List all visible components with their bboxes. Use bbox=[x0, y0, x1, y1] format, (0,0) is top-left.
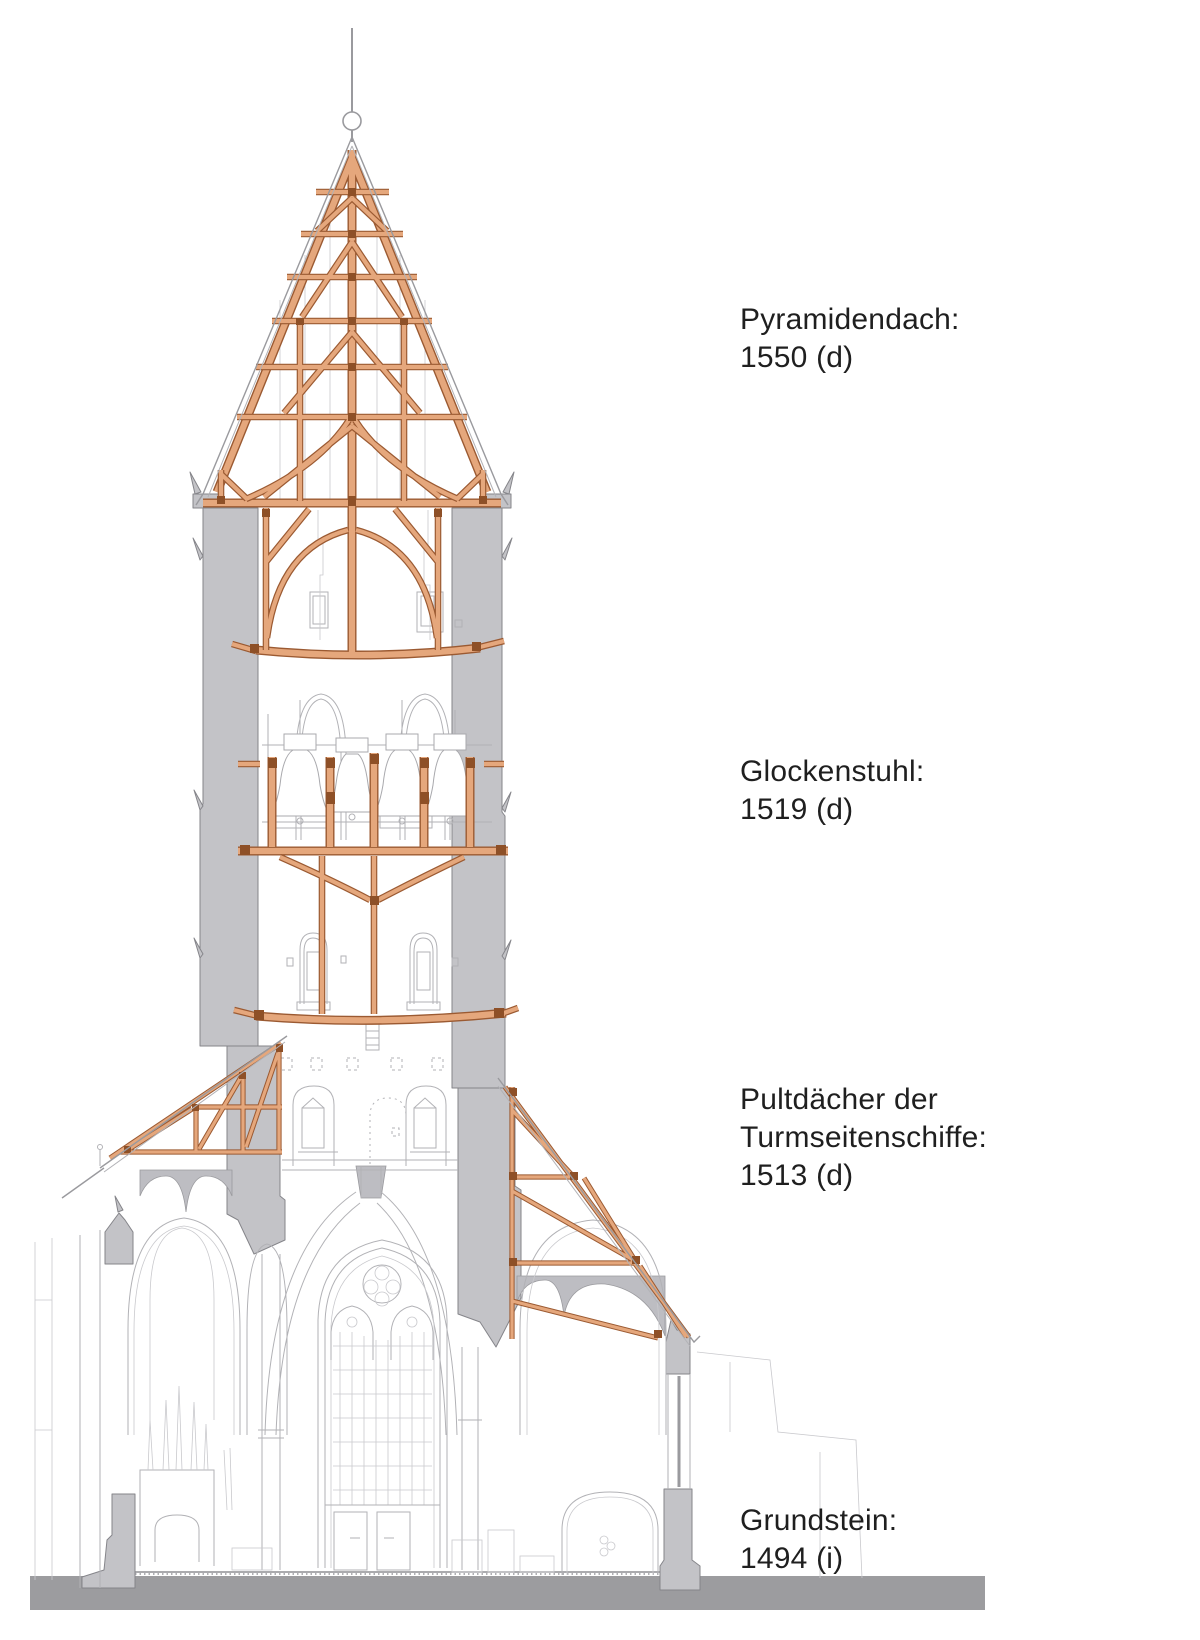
bell-1 bbox=[272, 749, 328, 817]
label-grundstein: Grundstein: 1494 (i) bbox=[740, 1502, 897, 1578]
label-glockenstuhl: Glockenstuhl: 1519 (d) bbox=[740, 753, 924, 829]
spire-finial bbox=[342, 28, 362, 142]
label-line: 1494 (i) bbox=[740, 1542, 844, 1575]
label-line: 1550 (d) bbox=[740, 341, 854, 374]
left-aisle-vault-web bbox=[139, 1169, 233, 1213]
ground bbox=[30, 1571, 985, 1610]
bell-2 bbox=[329, 753, 375, 813]
right-aisle-roof bbox=[497, 1077, 701, 1344]
label-line: Pultdächer der bbox=[740, 1083, 938, 1116]
label-line: Pyramidendach: bbox=[740, 303, 960, 336]
label-line: Glockenstuhl: bbox=[740, 755, 925, 788]
bells bbox=[272, 733, 475, 825]
left-aisle-roof bbox=[99, 1035, 288, 1169]
label-pultdaecher: Pultdächer der Turmseitenschiffe: 1513 (… bbox=[740, 1081, 987, 1195]
label-line: 1513 (d) bbox=[740, 1159, 854, 1192]
masonry-walls bbox=[81, 471, 701, 1591]
right-tower-pier bbox=[457, 1087, 522, 1348]
timber-joints bbox=[124, 188, 662, 1338]
label-pyramidendach: Pyramidendach: 1550 (d) bbox=[740, 301, 960, 377]
label-line: Grundstein: bbox=[740, 1504, 898, 1537]
roof-outline bbox=[99, 28, 701, 1347]
label-line: 1519 (d) bbox=[740, 793, 854, 826]
label-line: Turmseitenschiffe: bbox=[740, 1121, 988, 1154]
